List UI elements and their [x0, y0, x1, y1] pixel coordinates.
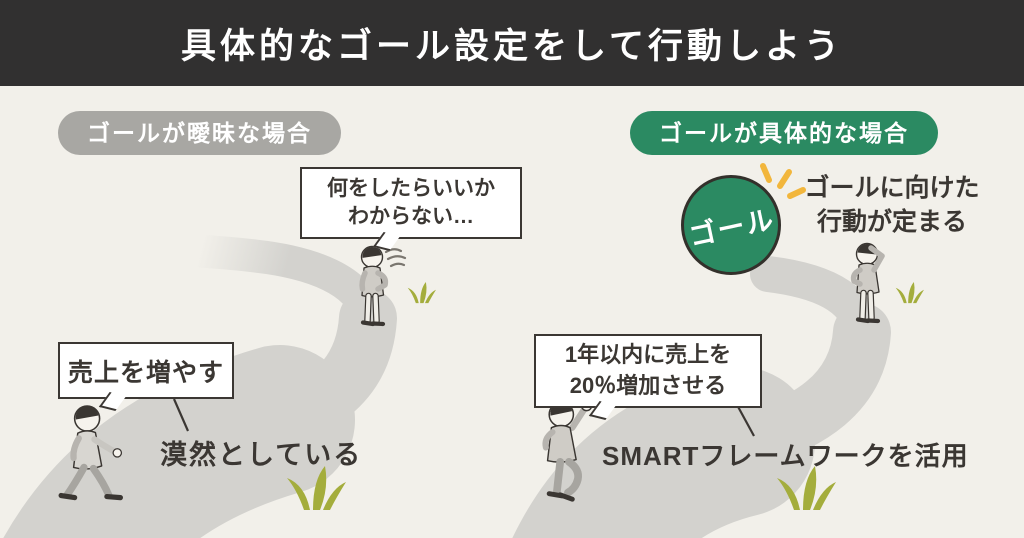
goal-result-line1: ゴールに向けた [804, 174, 980, 202]
left-section-label: ゴールが曖昧な場合 [58, 111, 341, 155]
goal-result-note: ゴールに向けた 行動が定まる [797, 172, 987, 240]
title-bar: 具体的なゴール設定をして行動しよう [0, 0, 1024, 86]
goal-circle: ゴール [681, 175, 781, 275]
vague-goal-text: 売上を増やす [67, 358, 224, 387]
specific-goal-line2: 20％増加させる [569, 373, 727, 398]
sigh-squiggle-icon [384, 248, 407, 268]
vague-thought-line1: 何をしたらいいか [327, 176, 495, 200]
confused-person-illustration [359, 245, 389, 327]
left-road [3, 234, 397, 538]
vague-thought-bubble: 何をしたらいいか わからない… [300, 167, 522, 239]
vague-caption: 漠然としている [160, 440, 363, 470]
grass-tuft-icon [895, 282, 924, 304]
smart-caption: SMARTフレームワークを活用 [602, 441, 969, 471]
vague-thought-line2: わからない… [348, 205, 474, 228]
sparkle-icon [760, 163, 806, 199]
grass-tuft-icon [407, 282, 436, 304]
right-section-label: ゴールが具体的な場合 [630, 111, 938, 155]
goal-circle-label: ゴール [685, 203, 778, 252]
page-title: 具体的なゴール設定をして行動しよう [181, 26, 843, 66]
goal-result-line2: 行動が定まる [816, 207, 967, 236]
lookout-person-illustration [850, 242, 885, 324]
connector-line-smart [735, 402, 755, 437]
specific-goal-line1: 1年以内に売上を [564, 342, 732, 368]
specific-goal-bubble: 1年以内に売上を 20％増加させる [534, 334, 762, 408]
vague-goal-bubble: 売上を増やす [58, 342, 234, 399]
walking-person-illustration [58, 405, 123, 501]
connector-line-vague [172, 398, 190, 432]
